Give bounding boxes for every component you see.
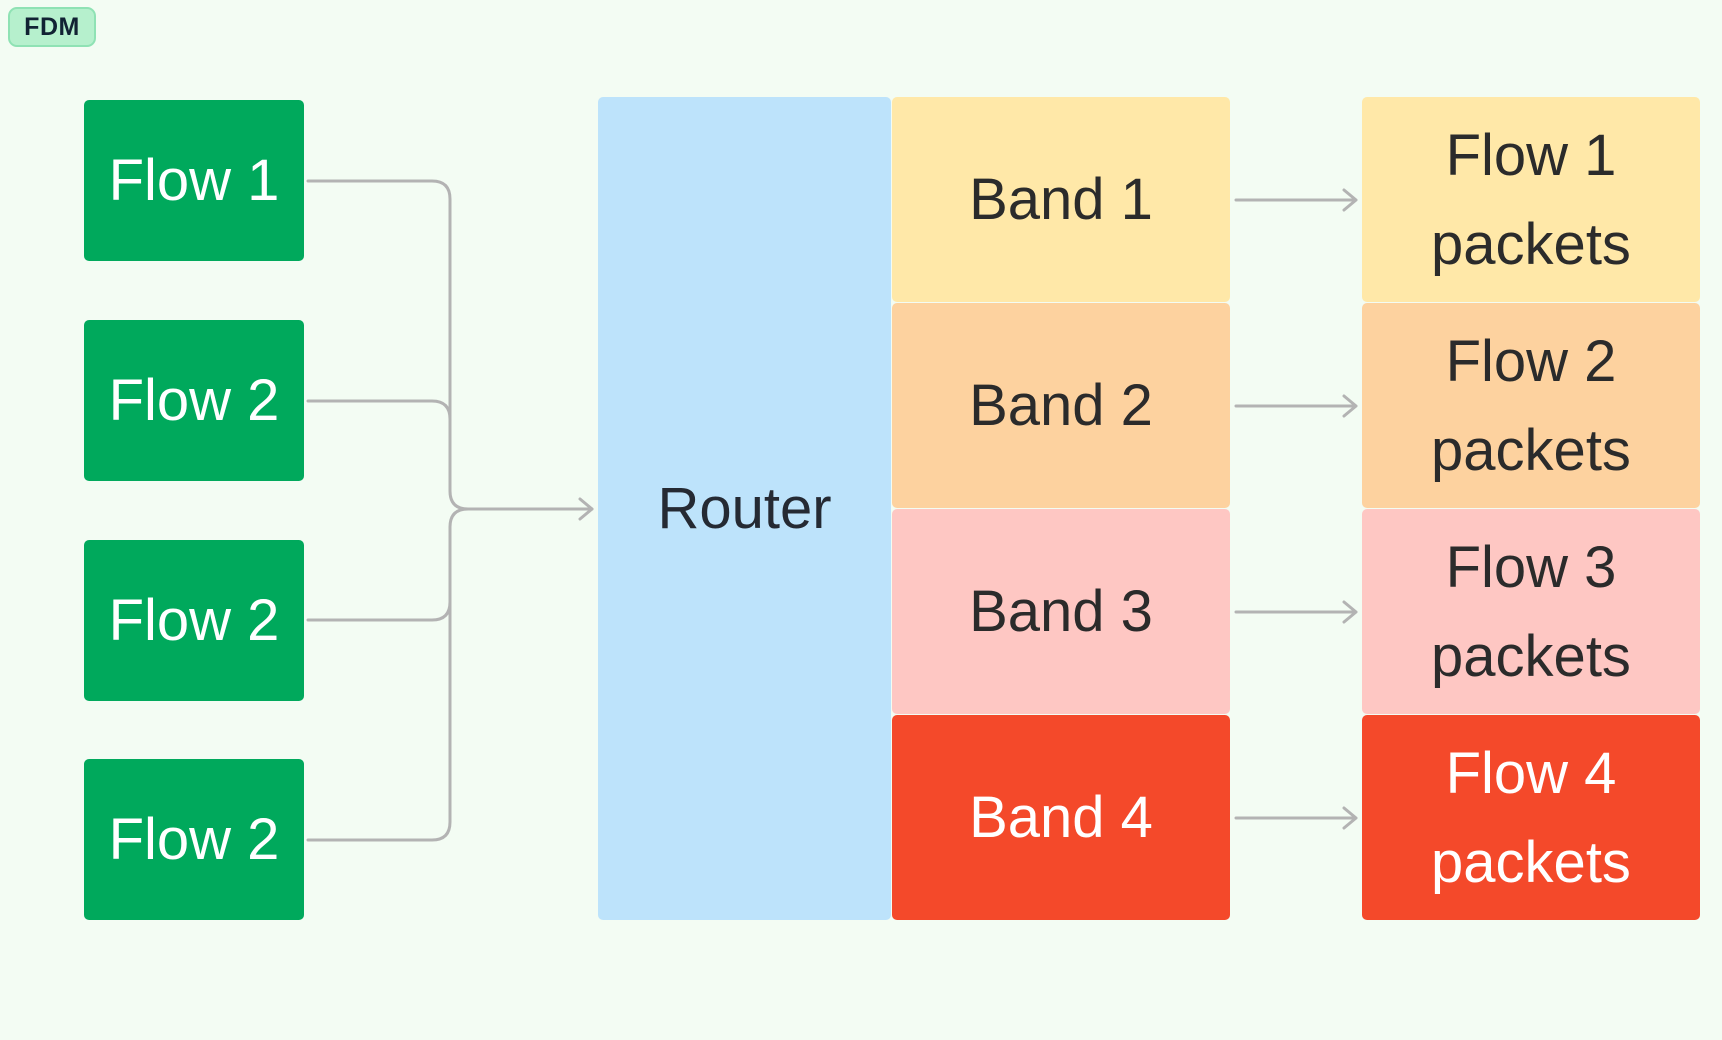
output-packets-3-label: Flow 3 packets <box>1431 534 1631 689</box>
flow-source-2-label: Flow 2 <box>108 368 280 433</box>
flow-source-4-label: Flow 2 <box>108 807 280 872</box>
band-4: Band 4 <box>892 715 1230 920</box>
flow-source-3-label: Flow 2 <box>108 588 280 653</box>
router-label: Router <box>657 476 832 541</box>
arrowhead-router <box>578 497 594 521</box>
flow-source-1: Flow 1 <box>84 100 304 261</box>
band-2: Band 2 <box>892 303 1230 508</box>
connector-flow-2b <box>306 600 452 622</box>
flow-source-4: Flow 2 <box>84 759 304 920</box>
output-packets-1: Flow 1 packets <box>1362 97 1700 302</box>
arrow-band-3 <box>1234 600 1358 624</box>
router-block: Router <box>598 97 891 920</box>
band-2-label: Band 2 <box>969 373 1153 438</box>
fdm-badge: FDM <box>8 7 96 47</box>
band-1: Band 1 <box>892 97 1230 302</box>
band-3: Band 3 <box>892 509 1230 714</box>
output-packets-2: Flow 2 packets <box>1362 303 1700 508</box>
output-packets-2-label: Flow 2 packets <box>1431 328 1631 483</box>
connector-flow-2a <box>306 399 452 421</box>
band-4-label: Band 4 <box>969 785 1153 850</box>
connector-flow-1 <box>306 179 470 511</box>
flow-source-2: Flow 2 <box>84 320 304 481</box>
output-packets-3: Flow 3 packets <box>1362 509 1700 714</box>
band-1-label: Band 1 <box>969 167 1153 232</box>
output-packets-4-label: Flow 4 packets <box>1431 740 1631 895</box>
output-packets-4: Flow 4 packets <box>1362 715 1700 920</box>
band-3-label: Band 3 <box>969 579 1153 644</box>
connector-flow-2c <box>306 507 470 842</box>
arrow-band-4 <box>1234 806 1358 830</box>
flow-source-3: Flow 2 <box>84 540 304 701</box>
arrow-band-1 <box>1234 188 1358 212</box>
arrow-band-2 <box>1234 394 1358 418</box>
flow-source-1-label: Flow 1 <box>108 148 280 213</box>
output-packets-1-label: Flow 1 packets <box>1431 122 1631 277</box>
